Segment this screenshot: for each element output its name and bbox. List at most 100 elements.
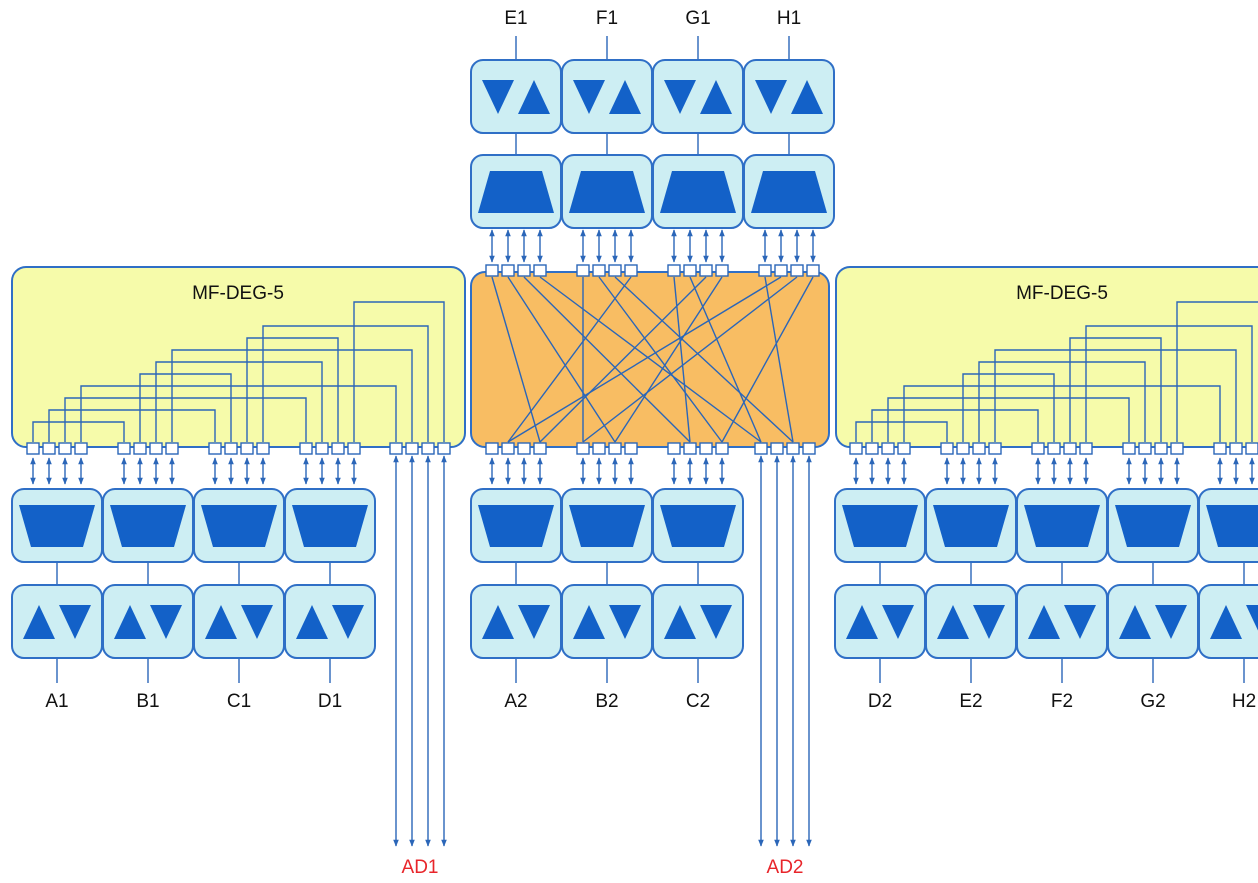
label-AD2: AD2 — [767, 857, 804, 878]
core-top-3-port-4 — [715, 264, 729, 277]
right-amp-3-left-triangle-icon — [1028, 605, 1060, 639]
left-mesh-wire-7 — [171, 349, 413, 442]
core-top-2-port-2 — [592, 264, 606, 277]
top-amp-module-3 — [652, 59, 744, 134]
left-amp-module-1 — [11, 584, 103, 659]
right-2-port-2 — [956, 442, 970, 455]
left-mesh-wire-10 — [353, 301, 445, 442]
left-2-port-2 — [133, 442, 147, 455]
top-amp-module-1 — [470, 59, 562, 134]
core-top-3-port-1 — [667, 264, 681, 277]
left-panel-title: MF-DEG-5 — [192, 283, 284, 304]
core-cross-wire-9 — [673, 276, 691, 443]
right-mesh-wire-9 — [1085, 325, 1253, 442]
top-amp-2-right-triangle-icon — [609, 80, 641, 114]
core-cross-wire-7 — [614, 276, 794, 443]
top-mux-1-trapezoid-icon — [478, 171, 554, 213]
core-cross-wire-6 — [598, 276, 723, 443]
right-3-port-1 — [1031, 442, 1045, 455]
core-cross-wire-3 — [523, 276, 691, 443]
left-amp-1-right-triangle-icon — [59, 605, 91, 639]
right-3-port-2 — [1047, 442, 1061, 455]
left-2-port-1 — [117, 442, 131, 455]
right-mesh-wire-7 — [994, 349, 1237, 442]
core-cross-wire-15 — [582, 276, 798, 443]
left-mesh-wire-9 — [262, 325, 429, 442]
label-C1: C1 — [227, 691, 251, 712]
left-mux-4-trapezoid-icon — [292, 505, 368, 547]
top-amp-module-2 — [561, 59, 653, 134]
center-amp-module-2 — [561, 584, 653, 659]
core-cross-wire-8 — [507, 276, 632, 443]
center-2-port-4 — [624, 442, 638, 455]
label-F1: F1 — [596, 8, 618, 29]
center-add-drop-port-4 — [802, 442, 816, 455]
left-4-port-3 — [331, 442, 345, 455]
left-4-port-1 — [299, 442, 313, 455]
left-mux-2-trapezoid-icon — [110, 505, 186, 547]
right-amp-1-left-triangle-icon — [846, 605, 878, 639]
center-amp-module-3 — [652, 584, 744, 659]
center-add-drop-port-3 — [786, 442, 800, 455]
left-1-port-4 — [74, 442, 88, 455]
right-5-port-2 — [1229, 442, 1243, 455]
core-cross-wire-12 — [614, 276, 723, 443]
right-mesh-wire-3 — [887, 397, 1130, 442]
left-mf-deg-5-panel — [11, 266, 466, 448]
left-mesh-wire-2 — [48, 409, 216, 442]
top-amp-3-right-triangle-icon — [700, 80, 732, 114]
core-top-4-port-2 — [774, 264, 788, 277]
left-amp-3-left-triangle-icon — [205, 605, 237, 639]
right-1-port-2 — [865, 442, 879, 455]
center-amp-2-right-triangle-icon — [609, 605, 641, 639]
modules — [11, 59, 1258, 659]
panel-interconnect-wires — [32, 36, 1258, 683]
right-4-port-3 — [1154, 442, 1168, 455]
label-H1: H1 — [777, 8, 801, 29]
top-mux-4-trapezoid-icon — [751, 171, 827, 213]
right-panel-title: MF-DEG-5 — [1016, 283, 1108, 304]
top-amp-2-left-triangle-icon — [573, 80, 605, 114]
right-1-port-4 — [897, 442, 911, 455]
core-top-4-port-4 — [806, 264, 820, 277]
left-add-drop-port-4 — [437, 442, 451, 455]
right-mesh-wire-6 — [978, 361, 1146, 442]
right-mesh-wire-8 — [1069, 337, 1162, 442]
right-amp-2-right-triangle-icon — [973, 605, 1005, 639]
right-mesh-wire-10 — [1176, 301, 1258, 442]
center-amp-1-right-triangle-icon — [518, 605, 550, 639]
right-mux-5-trapezoid-icon — [1206, 505, 1258, 547]
left-add-drop-port-3 — [421, 442, 435, 455]
label-A2: A2 — [504, 691, 527, 712]
label-D2: D2 — [868, 691, 892, 712]
label-B2: B2 — [595, 691, 618, 712]
label-AD1: AD1 — [402, 857, 439, 878]
center-mux-3-trapezoid-icon — [660, 505, 736, 547]
core-top-1-port-2 — [501, 264, 515, 277]
left-mesh-wire-6 — [155, 361, 323, 442]
right-amp-2-left-triangle-icon — [937, 605, 969, 639]
center-1-port-3 — [517, 442, 531, 455]
core-top-1-port-1 — [485, 264, 499, 277]
label-H2: H2 — [1232, 691, 1256, 712]
left-amp-4-left-triangle-icon — [296, 605, 328, 639]
center-amp-3-right-triangle-icon — [700, 605, 732, 639]
right-mesh-wire-5 — [962, 373, 1055, 442]
right-amp-3-right-triangle-icon — [1064, 605, 1096, 639]
left-2-port-3 — [149, 442, 163, 455]
right-amp-5-right-triangle-icon — [1246, 605, 1258, 631]
core-top-3-port-3 — [699, 264, 713, 277]
right-4-port-2 — [1138, 442, 1152, 455]
left-4-port-4 — [347, 442, 361, 455]
label-G2: G2 — [1140, 691, 1165, 712]
center-amp-3-left-triangle-icon — [664, 605, 696, 639]
right-mux-3-trapezoid-icon — [1024, 505, 1100, 547]
center-add-drop-port-1 — [754, 442, 768, 455]
left-2-port-4 — [165, 442, 179, 455]
label-B1: B1 — [136, 691, 159, 712]
left-add-drop-port-1 — [389, 442, 403, 455]
core-top-3-port-2 — [683, 264, 697, 277]
port-squares — [26, 264, 1258, 455]
center-amp-2-left-triangle-icon — [573, 605, 605, 639]
